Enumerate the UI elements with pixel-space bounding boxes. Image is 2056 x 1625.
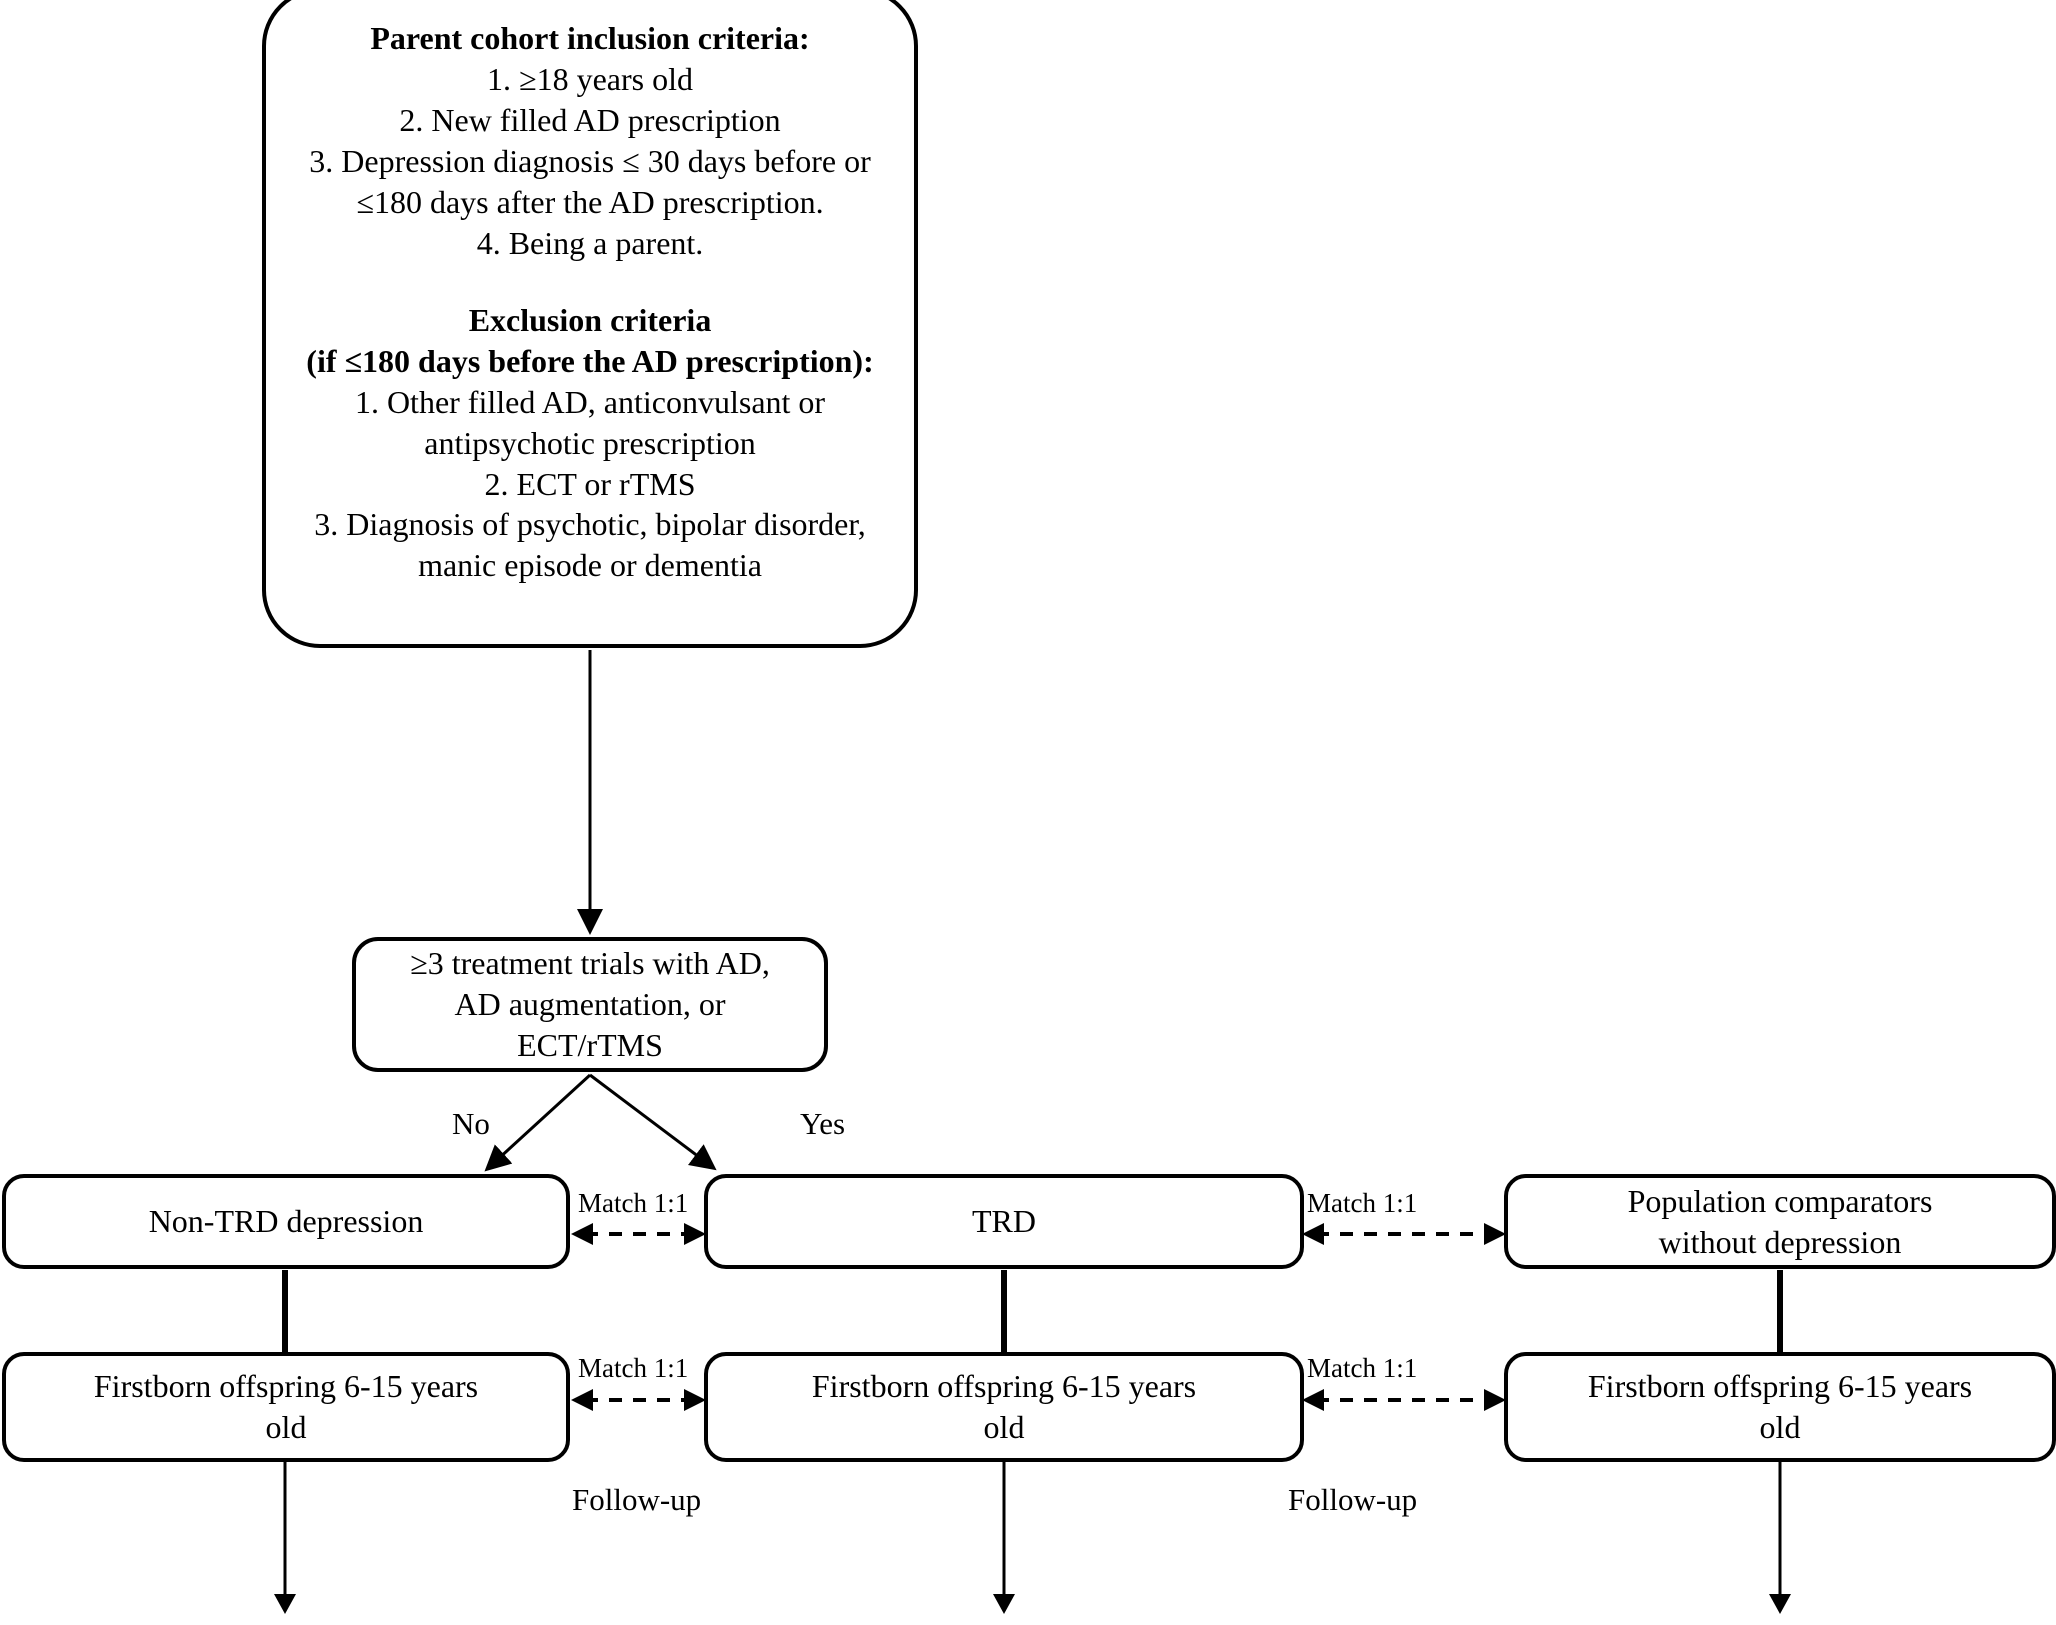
inclusion-item-1: 1. ≥18 years old <box>487 60 693 97</box>
node-offspring-population: Firstborn offspring 6-15 years old <box>1504 1352 2056 1462</box>
inclusion-criteria-list: 1. ≥18 years old 2. New filled AD prescr… <box>280 59 900 264</box>
match-label-offspring-left-mid: Match 1:1 <box>578 1353 689 1383</box>
node-offspring-trd: Firstborn offspring 6-15 years old <box>704 1352 1304 1462</box>
criteria-spacer <box>280 264 900 300</box>
treatment-trials-decision-box: ≥3 treatment trials with AD, AD augmenta… <box>352 937 828 1072</box>
inclusion-item-2: 2. New filled AD prescription <box>399 101 781 138</box>
connector-decision-to-nontrd <box>484 1073 592 1172</box>
match-label-nontrd-trd: Match 1:1 <box>578 1188 689 1218</box>
match-label-offspring-mid-right: Match 1:1 <box>1307 1353 1418 1383</box>
inclusion-criteria-heading: Parent cohort inclusion criteria: <box>370 20 810 56</box>
followup-label-right: Follow-up <box>1288 1482 1418 1517</box>
node-population-comparators: Population comparators without depressio… <box>1504 1174 2056 1269</box>
branch-label-no: No <box>452 1106 490 1141</box>
exclusion-criteria-list: 1. Other filled AD, anticonvulsant or an… <box>280 382 900 587</box>
branch-label-yes: Yes <box>800 1106 846 1141</box>
match-label-trd-popcomp: Match 1:1 <box>1307 1188 1418 1218</box>
inclusion-item-4: 4. Being a parent. <box>476 224 704 261</box>
exclusion-item-3: 3. Diagnosis of psychotic, bipolar disor… <box>314 506 866 584</box>
exclusion-item-1: 1. Other filled AD, anticonvulsant or an… <box>354 383 826 461</box>
inclusion-item-3: 3. Depression diagnosis ≤ 30 days before… <box>309 142 871 220</box>
node-trd: TRD <box>704 1174 1304 1269</box>
node-offspring-non-trd: Firstborn offspring 6-15 years old <box>2 1352 570 1462</box>
exclusion-criteria-heading: Exclusion criteria (if ≤180 days before … <box>306 301 874 379</box>
node-non-trd-depression: Non-TRD depression <box>2 1174 570 1269</box>
connector-decision-to-trd <box>589 1073 717 1171</box>
parent-cohort-criteria-box: Parent cohort inclusion criteria: 1. ≥18… <box>262 0 918 648</box>
followup-label-left: Follow-up <box>572 1482 702 1517</box>
exclusion-item-2: 2. ECT or rTMS <box>484 465 696 502</box>
